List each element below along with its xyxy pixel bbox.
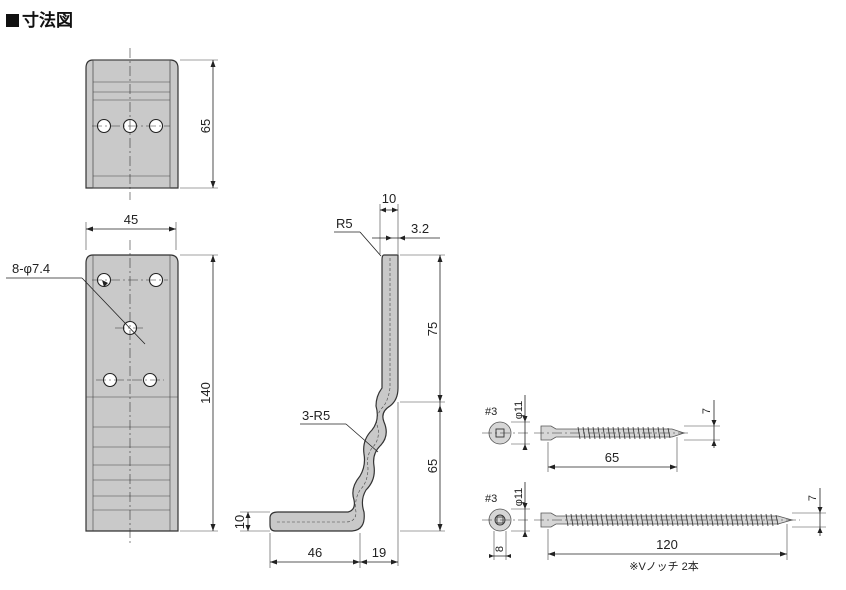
side-top-width-label: 10 [382, 191, 396, 206]
side-base-length-label: 46 [308, 545, 322, 560]
screw-short-diameter-label: φ11 [513, 401, 525, 420]
screw-long-head-width-label: 8 [494, 546, 506, 552]
side-thickness-label: 3.2 [411, 221, 429, 236]
screw-long: #3 φ11 8 7 [482, 482, 826, 573]
title-square-icon [6, 14, 19, 27]
side-wave-label: 3-R5 [302, 408, 330, 423]
side-upper-height-label: 75 [425, 322, 440, 336]
page-title: 寸法図 [6, 6, 73, 31]
screw-long-thread-label: 7 [807, 495, 819, 501]
screw-short-length-label: 65 [605, 450, 619, 465]
side-bracket [269, 254, 399, 532]
side-radius-label: R5 [336, 216, 353, 231]
screw-short-thread-label: 7 [701, 408, 713, 414]
screw-long-head-label: #3 [485, 493, 497, 505]
side-view: 10 R5 3.2 3-R5 75 65 10 [232, 191, 445, 568]
title-text: 寸法図 [22, 11, 73, 31]
top-height-label: 65 [198, 119, 213, 133]
main-height-label: 140 [198, 382, 213, 404]
screw-long-diameter-label: φ11 [513, 488, 525, 507]
screw-long-note: ※Vノッチ 2本 [629, 559, 699, 573]
front-view-top: 65 [85, 48, 218, 200]
screw-long-length-label: 120 [656, 537, 678, 552]
side-offset-length-label: 19 [372, 545, 386, 560]
screw-short-head-label: #3 [485, 406, 497, 418]
hole-spec-label: 8-φ7.4 [12, 261, 50, 276]
side-lower-height-label: 65 [425, 459, 440, 473]
front-view-main: 45 8-φ7.4 140 [6, 212, 218, 545]
main-width-label: 45 [124, 212, 138, 227]
foot-height-label: 10 [232, 515, 247, 529]
screw-short: #3 φ11 7 65 [482, 395, 720, 472]
main-plate [85, 254, 179, 532]
